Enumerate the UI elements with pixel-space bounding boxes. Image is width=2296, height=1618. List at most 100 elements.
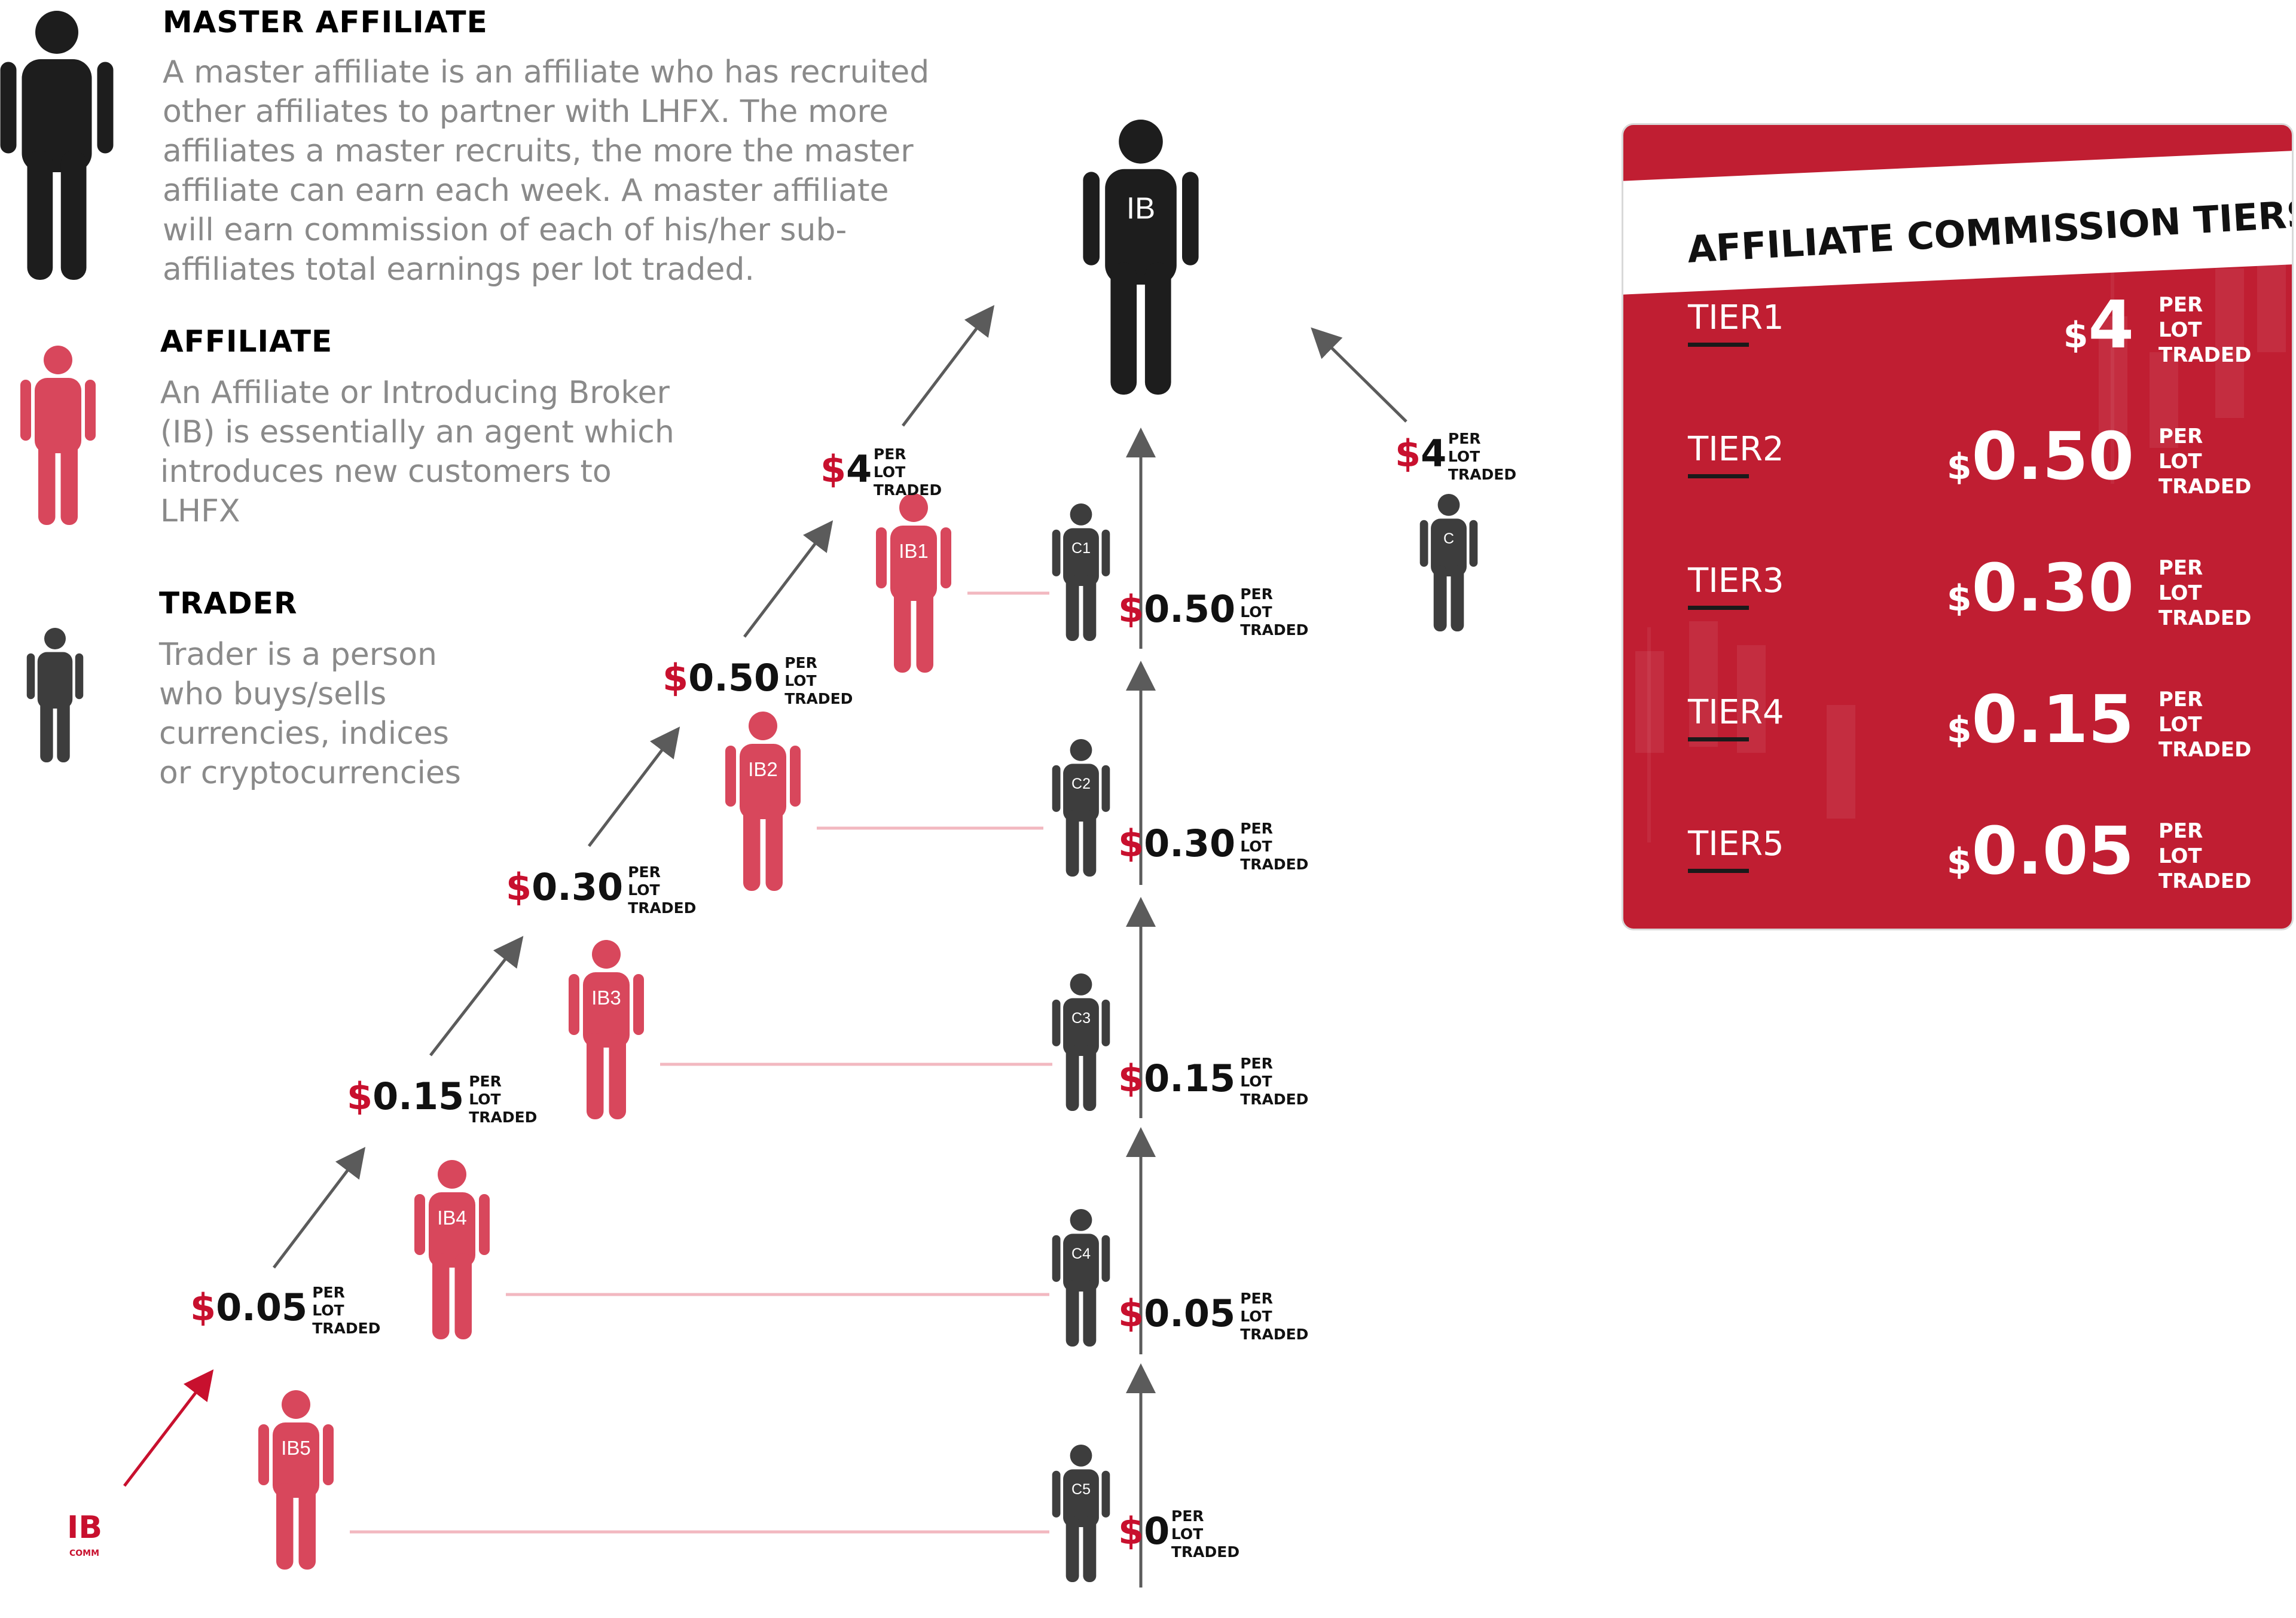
- legend-affiliate-icon: [20, 346, 96, 525]
- legend-master-line: affiliates a master recruits, the more t…: [163, 133, 914, 169]
- affiliate-ib2-torso: [740, 744, 786, 819]
- background-candle: [2099, 316, 2127, 436]
- legend-trader-title: TRADER: [159, 586, 298, 621]
- affiliate-ib3-arm: [633, 974, 644, 1035]
- affiliate-ib4-label: IB4: [437, 1207, 467, 1229]
- legend-trader-icon: [26, 628, 84, 762]
- affiliate-amount-per-line: LOT: [784, 672, 816, 689]
- affiliate-amount-per-line: PER: [628, 863, 661, 881]
- legend-master-line: will earn commission of each of his/her …: [163, 212, 847, 248]
- client-amount-per-line: TRADED: [1240, 621, 1308, 639]
- tier-value: $0.15: [1947, 681, 2134, 758]
- client-c1-leg: [1065, 575, 1079, 641]
- client-amount-per-line: TRADED: [1240, 1091, 1308, 1108]
- client-c5-leg: [1083, 1516, 1097, 1582]
- affiliate-amount-value: $0.50: [662, 656, 780, 700]
- client-amount-per-line: PER: [1240, 585, 1273, 603]
- client-c2-label: C2: [1071, 776, 1091, 792]
- legend-trader-icon-torso: [37, 652, 73, 709]
- affiliate-ib4-arm: [479, 1194, 490, 1255]
- affiliate-ib1-label: IB1: [899, 540, 929, 562]
- legend-affiliate-icon-head: [44, 346, 72, 374]
- legend-affiliate-line: (IB) is essentially an agent which: [160, 414, 674, 450]
- master-ib-label: IB: [1126, 191, 1155, 225]
- legend-master-icon-leg: [60, 151, 87, 280]
- client-amount-per-line: PER: [1240, 820, 1273, 837]
- affiliate-ib5-leg: [276, 1483, 294, 1570]
- affiliate-amount-per-line: LOT: [312, 1302, 344, 1319]
- client-c1-arm: [1101, 529, 1110, 576]
- affiliate-amount-dollar: $: [662, 656, 688, 700]
- client-amount-dollar: $: [1118, 587, 1144, 631]
- client-c1-leg: [1083, 575, 1097, 641]
- background-candle: [1737, 645, 1766, 753]
- affiliate-amount-value: $0.05: [190, 1286, 307, 1329]
- tier-dollar: $: [1946, 446, 1972, 488]
- tier-per: PER: [2158, 293, 2203, 317]
- tier-label: TIER1: [1688, 298, 1784, 337]
- tier-traded: TRADED: [2158, 869, 2252, 893]
- tier-per: PER: [2158, 819, 2203, 843]
- client-c3-label: C3: [1071, 1010, 1091, 1027]
- client-c5-leg: [1065, 1516, 1079, 1582]
- affiliate-amount-number: 0.30: [532, 865, 623, 909]
- legend-master-line: other affiliates to partner with LHFX. T…: [163, 94, 889, 130]
- client-c1-head: [1070, 503, 1092, 526]
- tier-amount: 0.30: [1971, 549, 2134, 626]
- legend-affiliate-icon-leg: [60, 439, 78, 525]
- affiliate-ib5-arm: [323, 1424, 334, 1485]
- legend-master-icon-head: [35, 11, 78, 54]
- affiliate-amount-value: $0.30: [506, 865, 623, 909]
- side-amount-per-line: LOT: [1448, 448, 1480, 465]
- tier-amount: 0.15: [1971, 681, 2134, 758]
- client-c3-arm: [1052, 999, 1061, 1046]
- legend-master-title: MASTER AFFILIATE: [163, 5, 488, 39]
- tier-dollar: $: [1946, 709, 1972, 751]
- client-side-head: [1437, 494, 1460, 516]
- client-c3-leg: [1065, 1045, 1079, 1111]
- client-amount-per-line: PER: [1240, 1055, 1273, 1072]
- client-c3-head: [1070, 973, 1092, 996]
- tier-traded: TRADED: [2158, 606, 2252, 630]
- legend-affiliate-line: An Affiliate or Introducing Broker: [160, 375, 670, 411]
- client-side-arm: [1419, 520, 1428, 567]
- affiliate-ib2-leg: [765, 805, 783, 891]
- background-candle: [2111, 268, 2114, 484]
- master-ib-leg: [1144, 262, 1171, 395]
- tier-value: $0.30: [1947, 549, 2134, 626]
- affiliate-ib5: IB5: [258, 1390, 334, 1570]
- diagonal-arrow: [273, 1147, 366, 1269]
- client-c4-leg: [1065, 1280, 1079, 1347]
- affiliate-ib4-head: [438, 1160, 466, 1189]
- affiliate-ib3-torso: [583, 972, 630, 1048]
- affiliate-ib3-arm: [569, 974, 579, 1035]
- client-c2-torso: [1063, 764, 1099, 822]
- affiliate-ib4-arm: [414, 1194, 425, 1255]
- affiliate-amount-number: 0.50: [688, 656, 780, 700]
- diagonal-arrow: [743, 520, 833, 638]
- legend-trader-line: currencies, indices: [159, 716, 449, 752]
- legend-trader-icon-leg: [40, 698, 53, 762]
- master-ib-arm: [1182, 172, 1199, 265]
- legend-affiliate-icon-torso: [35, 378, 81, 453]
- affiliate-ib1-leg: [894, 587, 911, 673]
- legend-affiliate-line: LHFX: [160, 493, 240, 529]
- background-candle: [2150, 352, 2178, 448]
- affiliate-ib5-torso: [273, 1422, 319, 1498]
- client-c2-leg: [1083, 810, 1097, 877]
